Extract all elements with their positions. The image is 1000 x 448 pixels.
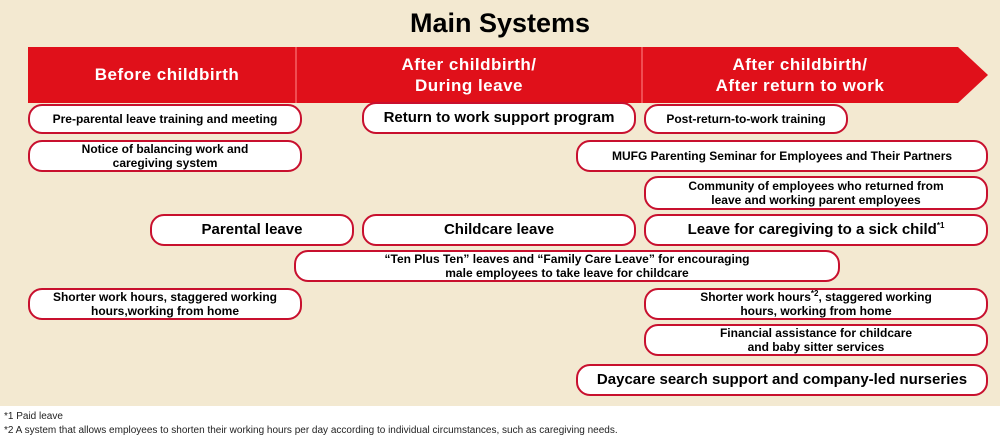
system-post-return-training: Post-return-to-work training (644, 104, 848, 134)
stage-before-childbirth: Before childbirth (28, 64, 306, 85)
system-shorter-hours-after: Shorter work hours*2, staggered working … (644, 288, 988, 320)
system-daycare-support: Daycare search support and company-led n… (576, 364, 988, 396)
system-parenting-seminar: MUFG Parenting Seminar for Employees and… (576, 140, 988, 172)
system-childcare-leave: Childcare leave (362, 214, 636, 246)
system-pre-parental-training: Pre-parental leave training and meeting (28, 104, 302, 134)
stage-label: During leave (414, 76, 524, 95)
system-notice-balancing: Notice of balancing work and caregiving … (28, 140, 302, 172)
timeline-arrow-body (28, 47, 988, 103)
page-title: Main Systems (409, 8, 591, 38)
system-ten-plus-ten: “Ten Plus Ten” leaves and “Family Care L… (294, 250, 840, 282)
system-shorter-hours-before: Shorter work hours, staggered working ho… (28, 288, 302, 320)
timeline-arrow (28, 47, 988, 103)
stage-label: Before childbirth (94, 65, 240, 84)
system-return-support: Return to work support program (362, 102, 636, 134)
footnote-mark: *2 (810, 289, 819, 298)
system-financial-assistance: Financial assistance for childcare and b… (644, 324, 988, 356)
footnote-2: *2 A system that allows employees to sho… (4, 425, 618, 436)
footnote-mark: *1 (936, 221, 945, 230)
system-community: Community of employees who returned from… (644, 176, 988, 210)
stage-label: After childbirth/ (401, 55, 537, 74)
system-sick-child-leave: Leave for caregiving to a sick child*1 (644, 214, 988, 246)
footnote-1: *1 Paid leave (4, 411, 63, 422)
system-parental-leave: Parental leave (150, 214, 354, 246)
stage-after-return: After childbirth/ After return to work (642, 54, 958, 96)
stage-label: After childbirth/ (732, 55, 868, 74)
stage-label: After return to work (715, 76, 885, 95)
stage-during-leave: After childbirth/ During leave (296, 54, 642, 96)
footnotes: *1 Paid leave *2 A system that allows em… (4, 410, 618, 438)
